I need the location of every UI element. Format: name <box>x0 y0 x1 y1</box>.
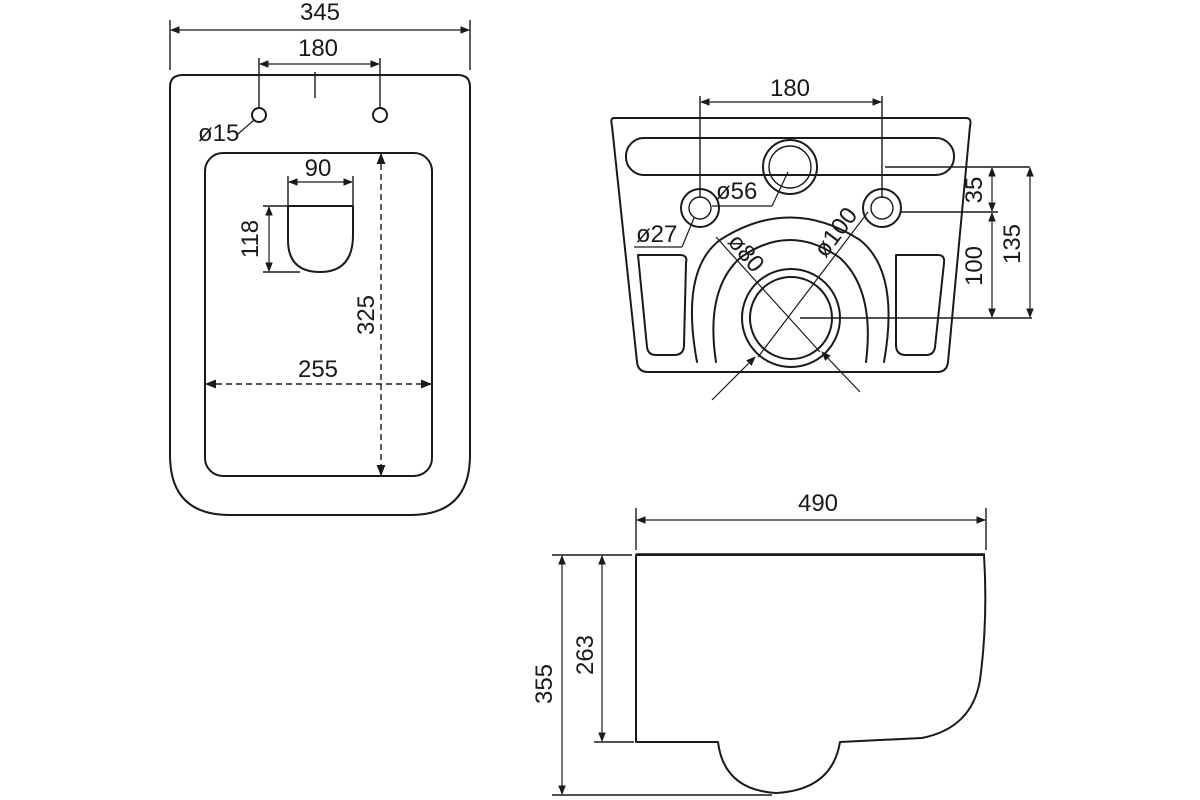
side-view-outline <box>635 554 987 794</box>
dim-label-depth: 490 <box>798 490 838 517</box>
side-view: 490 355 263 <box>531 490 987 796</box>
inlet-pipe <box>762 139 818 195</box>
outlet-shape <box>287 205 354 273</box>
dim-label-outlet-width: 90 <box>305 155 332 182</box>
dim-label-rear-total-height: 135 <box>999 224 1026 264</box>
rear-view: 180 ø56 ø27 ø80 ø100 35 100 135 <box>610 75 1034 401</box>
dim-label-body-height: 263 <box>572 635 599 675</box>
bowl-opening <box>204 152 433 477</box>
dim-label-bolt-spacing: 180 <box>770 75 810 102</box>
inlet-slot <box>625 137 955 176</box>
top-view-outline <box>169 74 471 516</box>
outlet-arch <box>691 216 890 363</box>
dim-label-overall-width: 345 <box>300 0 340 26</box>
side-pocket-right <box>895 254 946 356</box>
dim-label-hole-diameter: ø15 <box>198 120 239 147</box>
rear-view-outline <box>610 117 972 373</box>
dim-label-outlet-outer-diameter: ø100 <box>809 203 863 263</box>
dim-label-outlet-height: 100 <box>961 246 988 286</box>
dim-label-outlet-length: 118 <box>237 220 264 258</box>
fixing-hole-left <box>251 107 267 123</box>
side-pocket-left <box>637 254 688 356</box>
dim-label-hole-spacing: 180 <box>298 35 338 62</box>
dim-label-bolt-hole-diameter: ø27 <box>636 221 677 248</box>
top-view: 345 180 ø15 90 118 325 255 <box>169 0 471 516</box>
fixing-hole-right <box>372 107 388 123</box>
dim-label-inlet-diameter: ø56 <box>716 178 757 205</box>
dim-label-bowl-length: 325 <box>353 295 380 335</box>
dim-label-side-total-height: 355 <box>531 664 558 704</box>
dim-label-inlet-offset: 35 <box>961 177 988 204</box>
dim-label-bowl-width: 255 <box>298 356 338 383</box>
